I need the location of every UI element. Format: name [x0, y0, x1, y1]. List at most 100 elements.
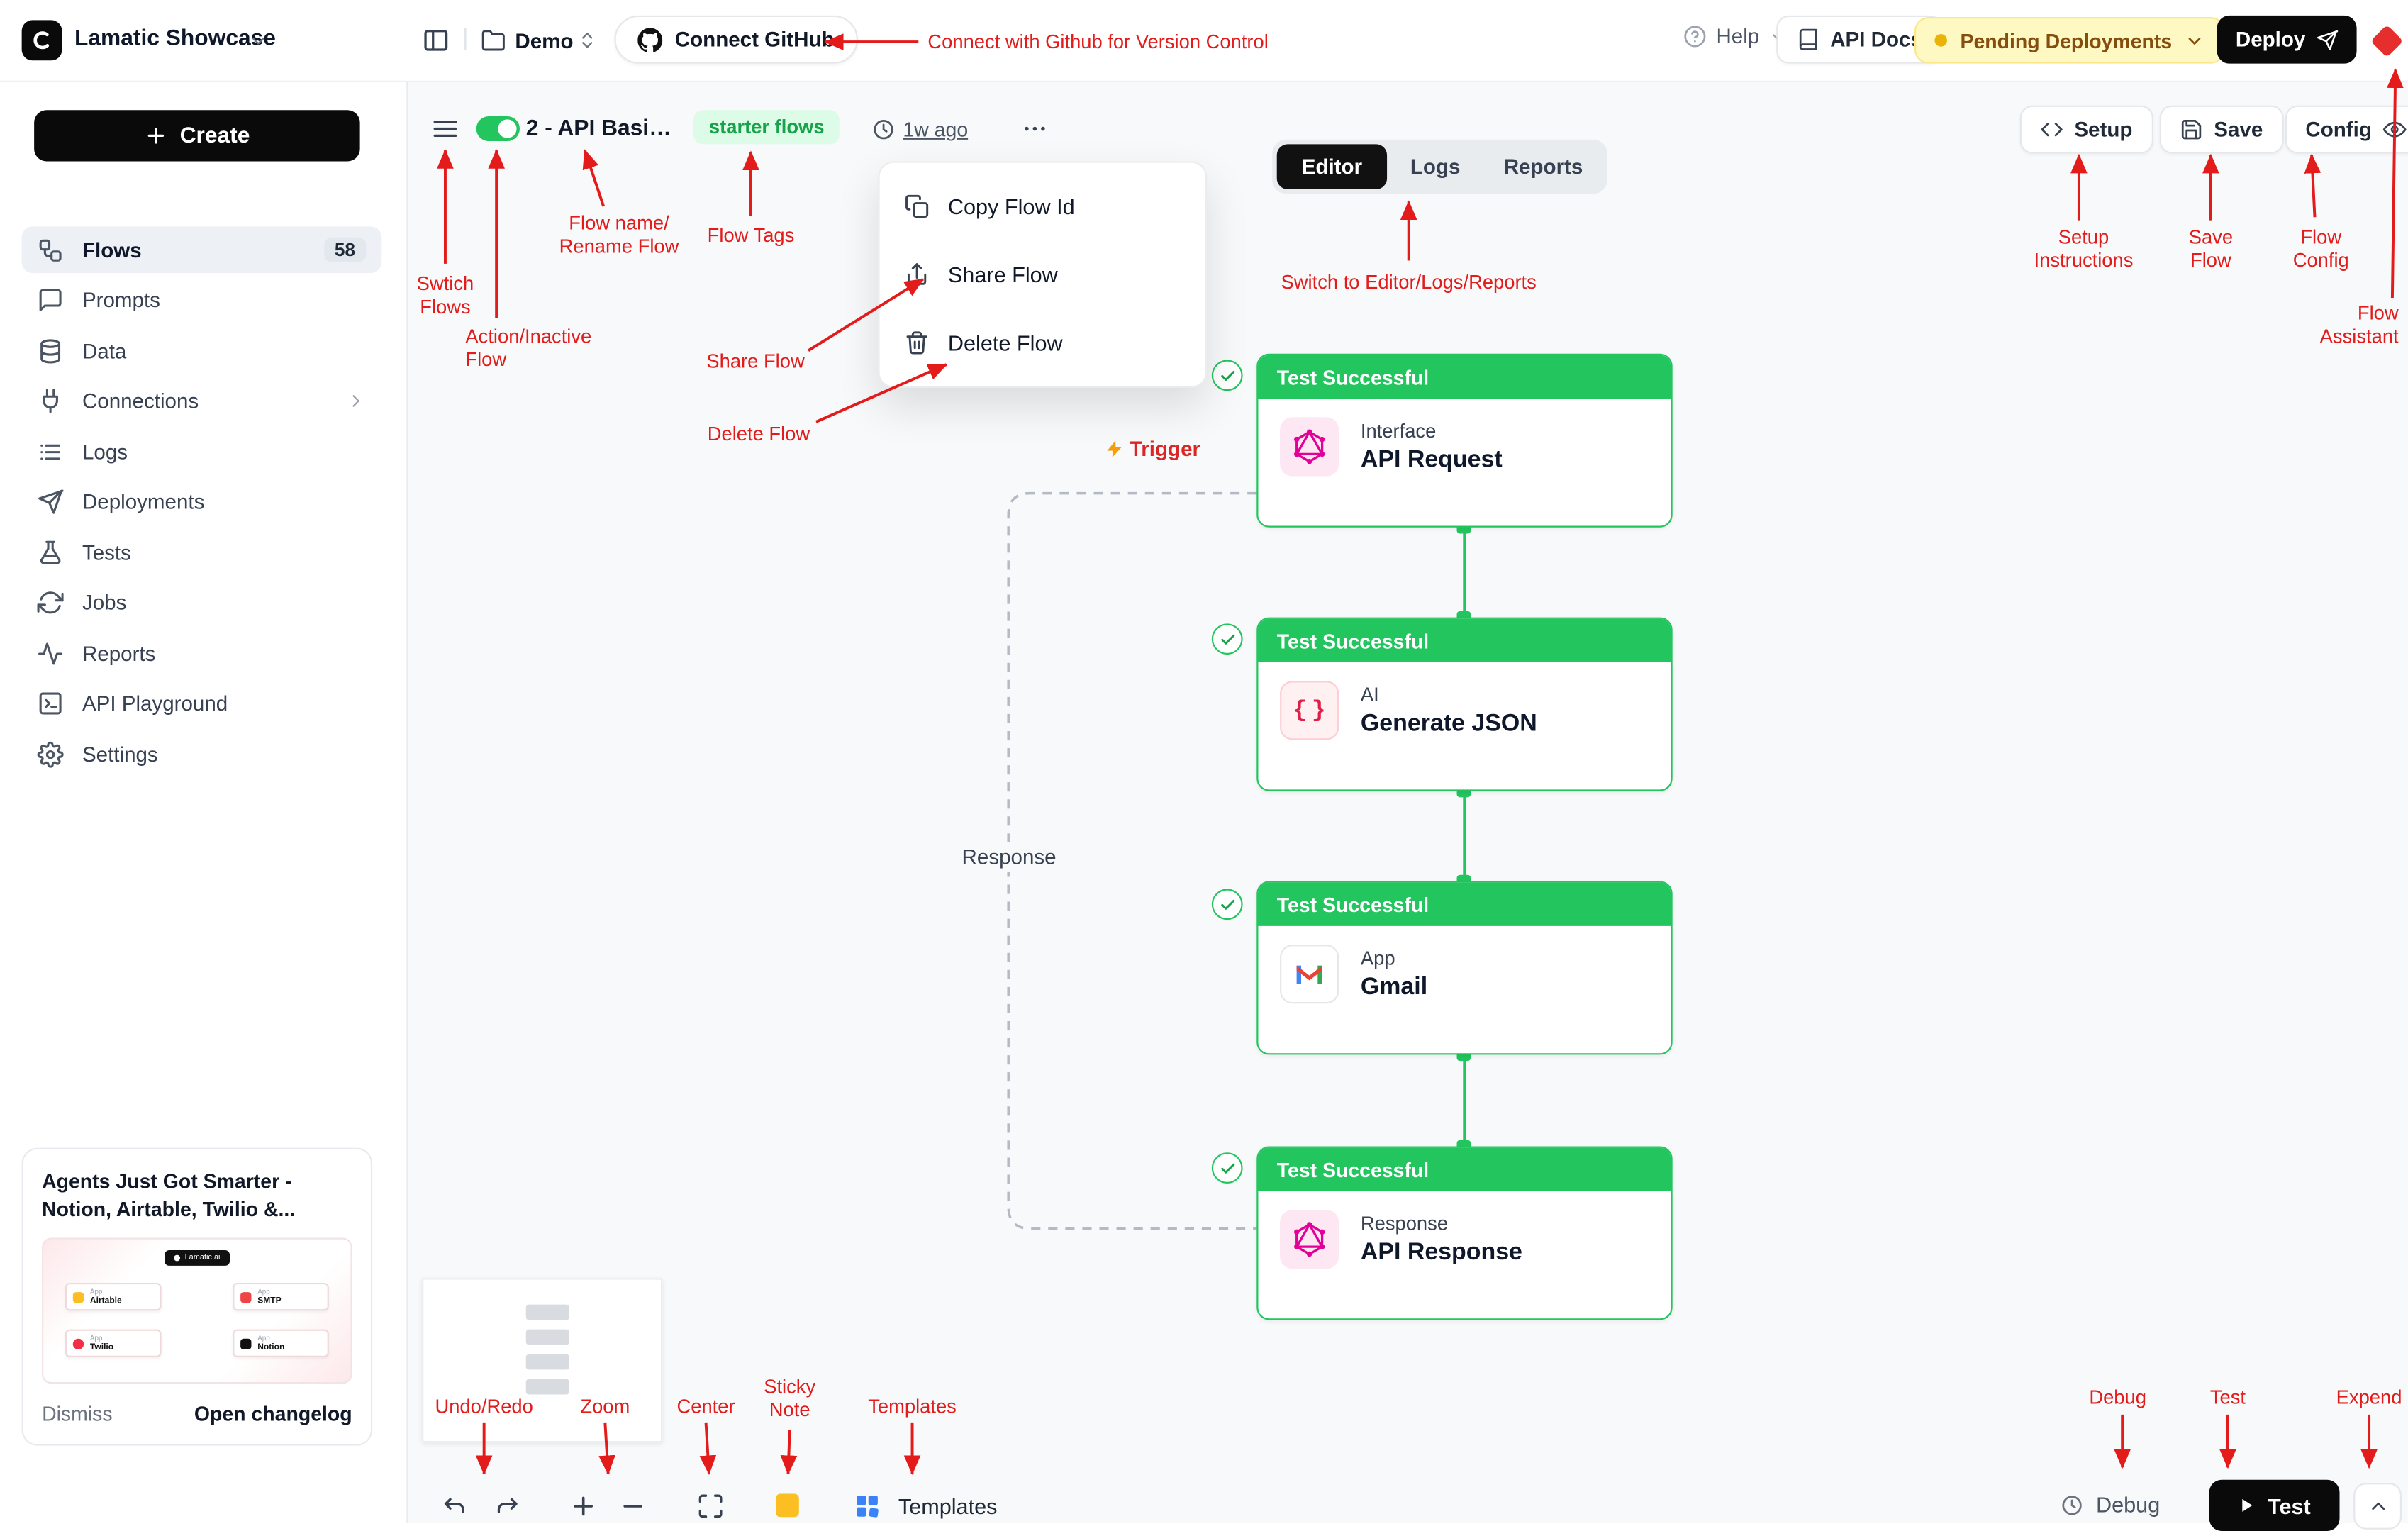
undo-icon[interactable] — [442, 1492, 470, 1520]
workspace-name[interactable]: Lamatic Showcase — [74, 26, 276, 52]
sidebar-item-label: Tests — [82, 540, 131, 564]
annotation-switch-tabs: Switch to Editor/Logs/Reports — [1281, 271, 1537, 294]
select-chevrons-icon[interactable] — [577, 30, 597, 52]
deploy-label: Deploy — [2235, 28, 2306, 52]
minimap[interactable] — [422, 1278, 663, 1443]
api-docs-button[interactable]: API Docs — [1776, 15, 1943, 64]
sidebar-item-settings[interactable]: Settings — [22, 730, 382, 777]
sidebar-item-api-playground[interactable]: API Playground — [22, 680, 382, 727]
flow-tag[interactable]: starter flows — [693, 110, 840, 145]
templates-button[interactable]: Templates — [898, 1493, 998, 1519]
setup-button[interactable]: Setup — [2019, 105, 2153, 154]
lamatic-logo[interactable] — [21, 20, 62, 61]
share-icon — [905, 262, 930, 287]
node-status-header: Test Successful — [1258, 1147, 1671, 1191]
redo-icon[interactable] — [492, 1492, 520, 1520]
sidebar-item-deployments[interactable]: Deployments — [22, 479, 382, 525]
dismiss-button[interactable]: Dismiss — [42, 1402, 113, 1426]
edge-3-4 — [1463, 1054, 1466, 1147]
flow-active-toggle[interactable] — [476, 116, 520, 142]
sidebar-item-label: Prompts — [82, 288, 160, 312]
menu-item-label: Share Flow — [947, 262, 1058, 287]
annotation-setup: Setup Instructions — [2034, 226, 2134, 272]
node-gmail[interactable]: Test Successful App Gmail — [1256, 881, 1673, 1055]
sidebar-toggle-icon[interactable] — [422, 26, 450, 54]
flow-options-menu: Copy Flow Id Share Flow Delete Flow — [878, 161, 1208, 388]
node-title: Generate JSON — [1360, 709, 1537, 736]
create-button[interactable]: Create — [34, 110, 360, 162]
sidebar-item-jobs[interactable]: Jobs — [22, 579, 382, 626]
sidebar-item-data[interactable]: Data — [22, 328, 382, 374]
chevron-down-icon[interactable] — [248, 31, 268, 51]
list-icon — [38, 438, 64, 464]
project-selector[interactable]: Demo — [515, 29, 574, 53]
sidebar-item-logs[interactable]: Logs — [22, 428, 382, 475]
graphql-icon — [1280, 417, 1339, 477]
config-button[interactable]: Config — [2285, 105, 2408, 154]
save-button[interactable]: Save — [2159, 105, 2283, 154]
annotation-flow-tags: Flow Tags — [707, 225, 795, 247]
menu-item-share-flow[interactable]: Share Flow — [880, 240, 1205, 308]
flow-assistant-icon[interactable] — [2370, 24, 2404, 58]
docs-icon — [1796, 28, 1819, 51]
sidebar-item-prompts[interactable]: Prompts — [22, 277, 382, 323]
sidebar-item-reports[interactable]: Reports — [22, 630, 382, 677]
open-changelog-button[interactable]: Open changelog — [194, 1402, 352, 1426]
chevron-up-icon — [2367, 1496, 2389, 1518]
zoom-out-icon[interactable] — [619, 1492, 647, 1520]
pending-deployments-button[interactable]: Pending Deployments — [1915, 17, 2225, 64]
flow-list-menu-icon[interactable] — [431, 115, 459, 143]
node-api-response[interactable]: Test Successful Response API Response — [1256, 1146, 1673, 1320]
menu-item-copy-flow-id[interactable]: Copy Flow Id — [880, 172, 1205, 240]
terminal-icon — [38, 690, 64, 716]
test-label: Test — [2268, 1493, 2311, 1518]
tab-logs[interactable]: Logs — [1410, 155, 1461, 179]
debug-label: Debug — [2095, 1492, 2161, 1518]
annotation-sticky: Sticky Note — [764, 1376, 816, 1421]
flows-icon — [38, 237, 64, 263]
debug-button[interactable]: Debug — [2061, 1492, 2161, 1518]
help-icon — [1683, 25, 1707, 48]
annotation-share-flow: Share Flow — [706, 350, 805, 372]
annotation-save: Save Flow — [2188, 226, 2234, 272]
lamatic-logo-icon — [30, 28, 55, 52]
sidebar-item-label: Reports — [82, 641, 156, 665]
zoom-in-icon[interactable] — [569, 1492, 597, 1520]
menu-item-delete-flow[interactable]: Delete Flow — [880, 308, 1205, 377]
annotation-test: Test — [2209, 1386, 2246, 1409]
play-icon — [2238, 1497, 2255, 1514]
connect-github-button[interactable]: Connect GitHub — [614, 15, 858, 64]
annotation-assistant: Flow Assistant — [2319, 302, 2399, 347]
tab-editor[interactable]: Editor — [1276, 144, 1388, 189]
annotation-templates: Templates — [868, 1396, 957, 1418]
sidebar-item-flows[interactable]: Flows 58 — [21, 226, 382, 273]
templates-icon[interactable] — [853, 1492, 881, 1520]
test-success-check-icon — [1211, 623, 1243, 655]
test-success-check-icon — [1211, 1152, 1243, 1184]
node-generate-json[interactable]: Test Successful { } AI Generate JSON — [1256, 617, 1673, 791]
node-api-request[interactable]: Test Successful Interface API Request — [1256, 353, 1673, 528]
help-menu[interactable]: Help — [1683, 25, 1787, 48]
center-view-icon[interactable] — [696, 1492, 724, 1520]
tab-reports[interactable]: Reports — [1503, 155, 1583, 179]
expand-panel-button[interactable] — [2353, 1483, 2402, 1530]
smtp-icon — [240, 1291, 252, 1303]
annotation-delete-flow: Delete Flow — [707, 423, 810, 445]
last-updated[interactable]: 1w ago — [903, 118, 969, 142]
sidebar-item-connections[interactable]: Connections — [22, 378, 382, 425]
create-label: Create — [179, 123, 250, 148]
menu-item-label: Copy Flow Id — [947, 194, 1075, 219]
send-icon — [2317, 28, 2339, 50]
deploy-button[interactable]: Deploy — [2217, 15, 2357, 64]
sticky-note-icon[interactable] — [776, 1493, 799, 1518]
lightning-icon — [1105, 439, 1125, 459]
changelog-title: Agents Just Got Smarter - Notion, Airtab… — [42, 1169, 296, 1220]
flow-name[interactable]: 2 - API Basi… — [525, 116, 671, 142]
test-button[interactable]: Test — [2209, 1479, 2340, 1531]
clock-icon — [872, 118, 896, 141]
more-options-icon[interactable] — [1020, 115, 1051, 143]
sidebar-item-tests[interactable]: Tests — [22, 529, 382, 576]
